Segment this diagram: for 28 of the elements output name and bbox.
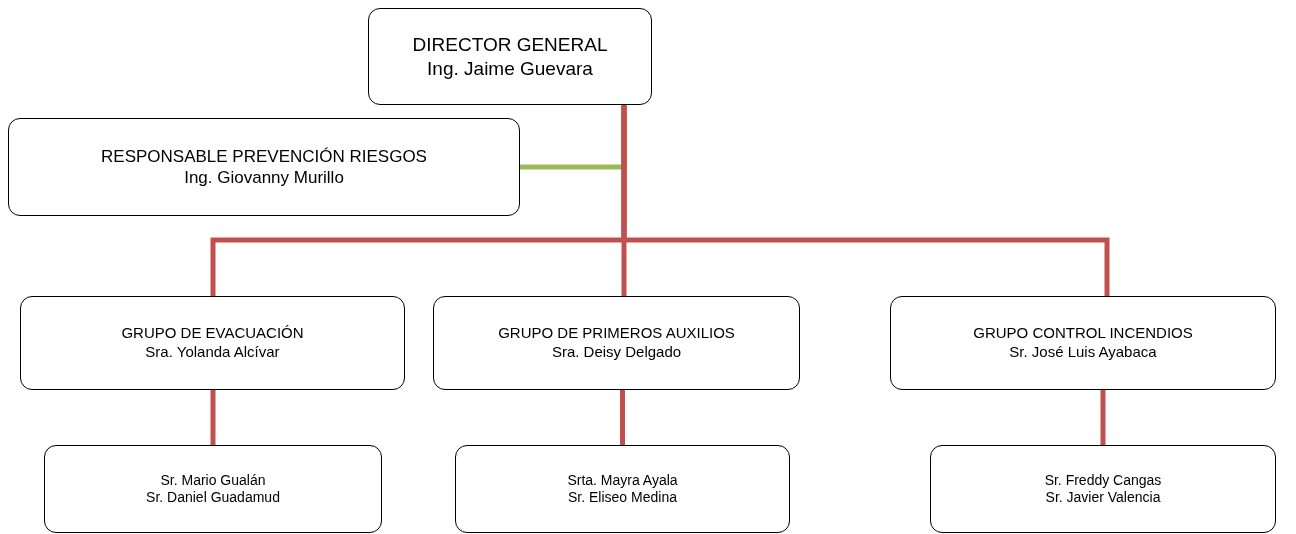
connector-line bbox=[210, 390, 216, 445]
org-box bbox=[930, 445, 1276, 533]
box-heading: Sr. Freddy Cangas bbox=[1044, 471, 1162, 489]
box-heading: GRUPO DE PRIMEROS AUXILIOS bbox=[498, 324, 735, 343]
org-box bbox=[433, 296, 800, 390]
connector-line bbox=[621, 105, 1110, 296]
box-heading: RESPONSABLE PREVENCIÓN RIESGOS bbox=[101, 145, 427, 167]
box-heading: GRUPO CONTROL INCENDIOS bbox=[973, 324, 1193, 343]
box-heading: Sr. Mario Gualán bbox=[160, 471, 266, 489]
person-name: Sr. Eliseo Medina bbox=[568, 489, 677, 507]
connector-line bbox=[1100, 390, 1106, 445]
person-name: Sra. Deisy Delgado bbox=[551, 343, 682, 362]
person-name: Sr. Daniel Guadamud bbox=[146, 489, 280, 507]
org-box bbox=[455, 445, 790, 533]
person-name: Sr. Javier Valencia bbox=[1045, 489, 1161, 507]
org-box bbox=[368, 8, 652, 105]
box-heading: GRUPO DE EVACUACIÓN bbox=[121, 324, 304, 343]
org-box bbox=[890, 296, 1276, 390]
box-heading: DIRECTOR GENERAL bbox=[412, 32, 608, 57]
org-box bbox=[44, 445, 382, 533]
person-name: Sr. José Luis Ayabaca bbox=[1009, 343, 1157, 362]
box-heading: Srta. Mayra Ayala bbox=[567, 471, 678, 489]
org-box bbox=[8, 118, 520, 216]
org-box bbox=[20, 296, 405, 390]
connector-line bbox=[620, 390, 625, 445]
person-name: Sra. Yolanda Alcívar bbox=[145, 343, 280, 362]
person-name: Ing. Giovanny Murillo bbox=[184, 167, 344, 189]
person-name: Ing. Jaime Guevara bbox=[427, 56, 593, 81]
